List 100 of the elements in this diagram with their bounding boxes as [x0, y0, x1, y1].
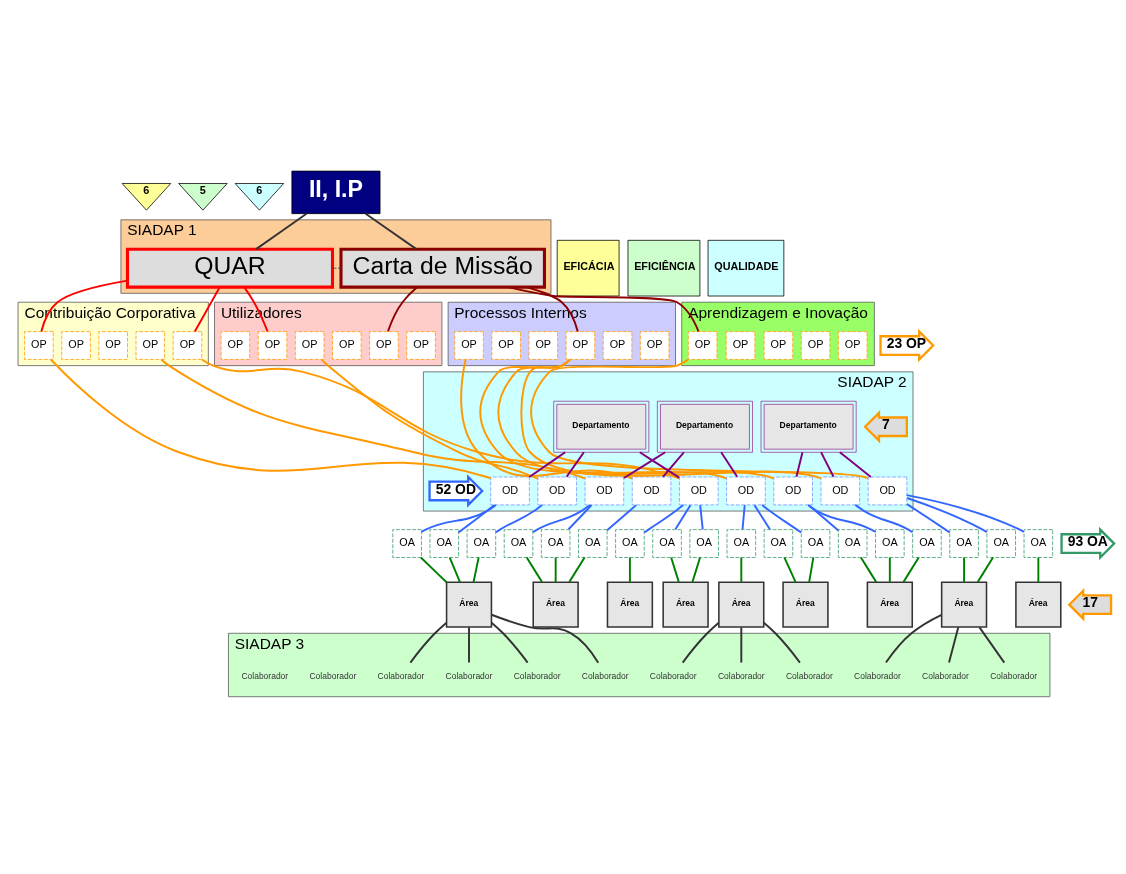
connector — [963, 556, 966, 584]
connector — [494, 504, 543, 534]
node-box: OP — [369, 331, 399, 360]
node-box: OA — [503, 529, 534, 558]
connector — [838, 451, 872, 478]
connector — [520, 358, 822, 480]
connector — [479, 358, 728, 480]
connector — [468, 626, 470, 664]
node-box: OD — [584, 476, 625, 506]
node-box: OP — [639, 331, 670, 360]
connector — [567, 504, 593, 531]
node-box: OD — [537, 476, 577, 506]
connector — [820, 451, 835, 478]
node-text: Colaborador — [717, 670, 765, 681]
connector — [699, 504, 704, 531]
node-box: OA — [615, 529, 645, 558]
node-box: OP — [24, 331, 54, 360]
node-box: OA — [838, 529, 868, 558]
label: Colaborador — [241, 670, 289, 681]
node-box: Área — [445, 581, 493, 628]
connector — [490, 613, 600, 664]
connector — [906, 497, 988, 534]
connector — [884, 613, 943, 664]
connector — [1037, 556, 1040, 584]
label: Colaborador — [309, 670, 357, 681]
connector — [193, 286, 221, 333]
connector — [906, 503, 951, 534]
connector — [507, 286, 700, 333]
connector — [387, 286, 418, 333]
connector — [720, 451, 739, 478]
node-box: OP — [257, 331, 288, 360]
node-box: OA — [912, 529, 942, 558]
node-box: OA — [429, 529, 459, 558]
connector — [795, 451, 804, 478]
connector — [364, 212, 418, 251]
connector — [49, 358, 492, 480]
node-box: OP — [725, 331, 756, 360]
connector — [807, 504, 840, 532]
node-box: OA — [540, 529, 571, 558]
connector — [568, 556, 586, 584]
node-box: Área — [662, 581, 709, 628]
connector — [978, 626, 1006, 664]
connector — [807, 504, 877, 533]
node-box: QUAR — [125, 247, 335, 289]
node-box: Área — [606, 581, 654, 628]
node-box: OP — [61, 331, 91, 360]
connector — [808, 556, 815, 584]
node-box: Área — [1015, 581, 1062, 628]
node-box: OA — [986, 529, 1016, 558]
node-box: OP — [838, 331, 868, 360]
node-box: Área — [532, 581, 579, 628]
connector — [888, 556, 891, 584]
connector — [531, 503, 591, 534]
node-box: OA — [689, 529, 719, 558]
node-box: Área — [782, 581, 829, 628]
node-box: OA — [726, 529, 756, 558]
connector — [859, 556, 878, 584]
connector — [740, 556, 743, 584]
node-box: QUALIDADE — [707, 239, 785, 297]
connector — [691, 556, 701, 584]
node-text: Colaborador — [581, 670, 629, 681]
node-box: OA — [763, 529, 794, 558]
node-box: EFICIÊNCIA — [627, 239, 701, 297]
connector — [854, 503, 914, 534]
node-box: OP — [763, 331, 794, 360]
connector — [762, 621, 801, 664]
node-box: OD — [490, 476, 530, 506]
node-box: OP — [332, 331, 362, 360]
node-box: EFICÁCIA — [556, 239, 620, 297]
connector — [783, 556, 797, 584]
connector — [419, 556, 448, 584]
node-box: OA — [800, 529, 831, 558]
node-text: Colaborador — [785, 670, 833, 681]
node-box: II, I.P — [291, 170, 381, 215]
connector — [623, 451, 667, 479]
connector — [457, 504, 496, 534]
connector — [753, 504, 771, 531]
node-box: OA — [392, 529, 422, 558]
node-box: OD — [820, 476, 861, 506]
node-box: OD — [773, 476, 813, 506]
node-text: Colaborador — [854, 670, 901, 681]
connector — [674, 504, 692, 531]
connector — [472, 556, 480, 584]
node-box: OP — [800, 331, 831, 360]
connector — [530, 358, 869, 480]
node-box: OD — [679, 476, 719, 506]
node-box: OP — [98, 331, 128, 360]
node-box: OP — [172, 331, 203, 360]
connector — [490, 621, 529, 664]
node-box: OP — [220, 331, 251, 360]
connector — [554, 556, 557, 584]
connector — [905, 494, 1025, 533]
connector — [638, 451, 681, 479]
connector — [525, 556, 543, 584]
connector — [662, 451, 685, 478]
node-box: OA — [578, 529, 608, 558]
node-text: Colaborador — [513, 670, 561, 681]
connector — [201, 358, 681, 480]
node-box: Área — [866, 581, 914, 628]
node-box: Área — [718, 581, 765, 628]
